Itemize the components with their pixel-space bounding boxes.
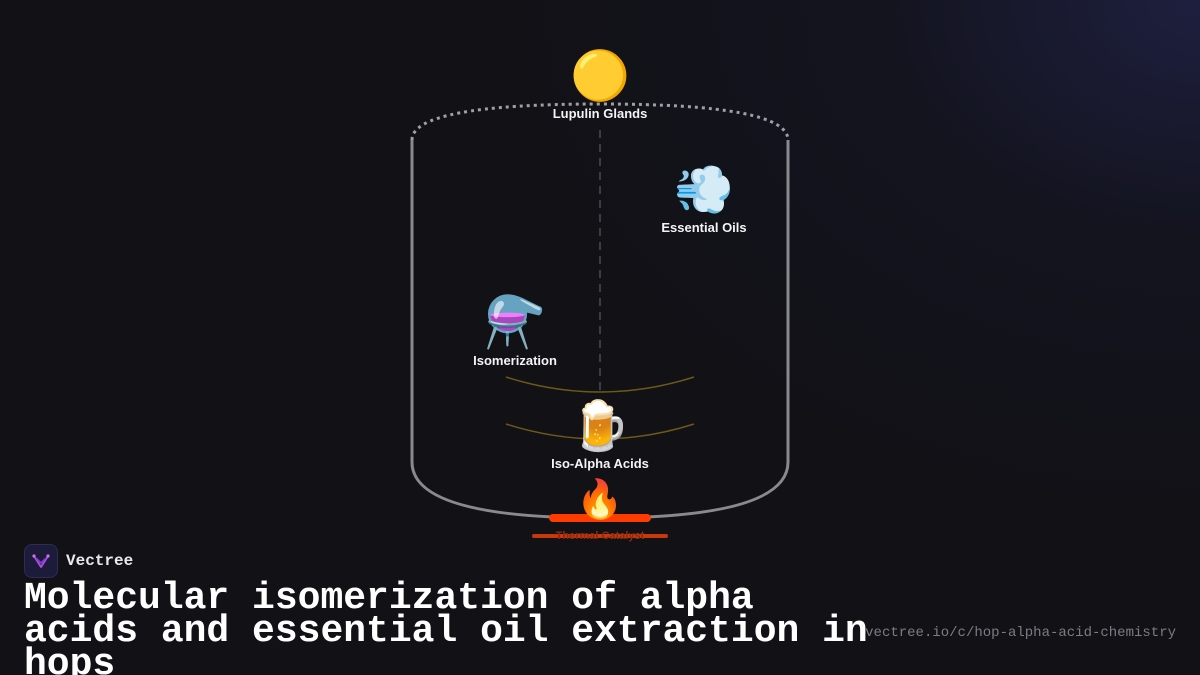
heat-bar [549, 514, 651, 522]
brand: Vectree [24, 544, 133, 578]
heat-glow-bar [532, 534, 668, 538]
page-title: Molecular isomerization of alpha acids a… [24, 577, 868, 675]
node-label: Iso-Alpha Acids [551, 456, 649, 471]
ripple-lower [505, 423, 695, 440]
flask-icon: ⚗️ [483, 293, 547, 351]
node-lupulin-glands: 🟡 Lupulin Glands [553, 52, 648, 121]
fire-icon: 🔥 [576, 477, 624, 521]
node-label: Lupulin Glands [552, 106, 648, 121]
yellow-circle-icon: 🟡 [570, 48, 630, 104]
beer-mug-icon: 🍺 [570, 398, 630, 454]
node-thermal-catalyst: 🔥 [576, 480, 623, 518]
vectree-logo-icon [24, 544, 58, 578]
node-label: Essential Oils [661, 220, 747, 235]
brand-name: Vectree [66, 552, 134, 570]
ripple-upper [505, 376, 695, 393]
node-label: Isomerization [473, 353, 557, 368]
dashing-away-icon: 💨 [674, 162, 734, 218]
node-iso-alpha-acids: 🍺 Iso-Alpha Acids [551, 402, 649, 471]
node-isomerization: ⚗️ Isomerization [473, 297, 557, 368]
node-essential-oils: 💨 Essential Oils [661, 166, 746, 235]
source-url[interactable]: vectree.io/c/hop-alpha-acid-chemistry [865, 625, 1176, 641]
catalyst-label: Thermal Catalyst [555, 530, 645, 542]
vectree-logo-mark [32, 554, 50, 568]
